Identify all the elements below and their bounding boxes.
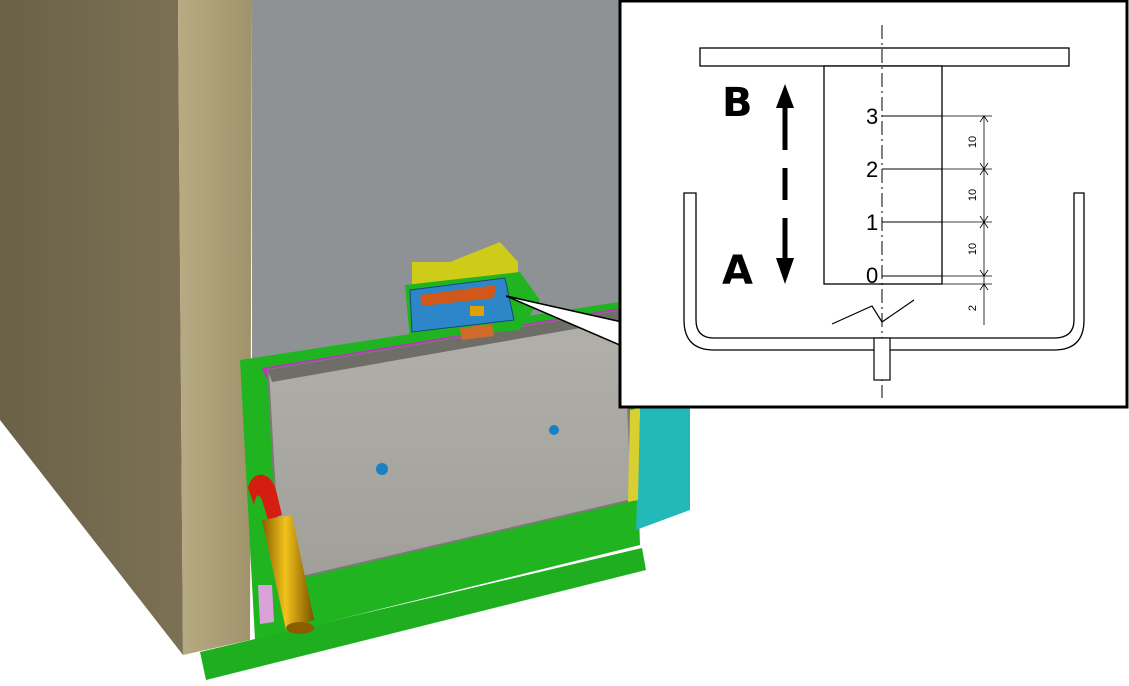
- direction-label-a: A: [722, 248, 753, 294]
- cabinet-side-panel: [0, 0, 183, 655]
- dimension-label-2: 10: [967, 189, 979, 201]
- drawer-bolt-right: [549, 425, 559, 435]
- dimension-label-4: 2: [967, 305, 979, 311]
- orange-contact-tab: [460, 324, 494, 340]
- pink-side-strip: [258, 585, 274, 624]
- cabinet-front-edge: [178, 0, 252, 655]
- drawer-top-lip: [268, 310, 626, 382]
- green-base-rail: [200, 548, 646, 680]
- red-hinge-bracket: [248, 474, 282, 520]
- scale-mark-1: 1: [866, 210, 878, 235]
- direction-label-b: B: [722, 80, 753, 126]
- detail-inset: 3 2 1 0 10 10 10 2 B A: [618, 0, 1129, 409]
- cyan-side-panel: [636, 400, 690, 530]
- cabinet-back-panel: [252, 0, 625, 368]
- down-arrow-head: [776, 258, 794, 284]
- bottom-stub: [873, 337, 891, 381]
- top-plate: [699, 47, 1070, 67]
- scale-mark-2: 2: [866, 157, 878, 182]
- gold-pipe: [262, 515, 314, 630]
- yellow-edge-strip: [628, 408, 640, 502]
- sensor-pin: [470, 306, 484, 316]
- scale-mark-3: 3: [866, 104, 878, 129]
- scale-mark-0: 0: [866, 263, 878, 288]
- up-arrow-head: [776, 84, 794, 108]
- u-tray: [683, 192, 1085, 351]
- dim-arrows: [979, 115, 989, 291]
- drawer-bolt-left: [376, 463, 388, 475]
- gold-pipe-end: [286, 622, 314, 634]
- vertical-probe: [823, 65, 943, 285]
- orange-sensor-insert: [420, 285, 496, 306]
- break-mark: [831, 299, 915, 325]
- dimension-label-3: 10: [967, 243, 979, 255]
- dimension-label-1: 10: [967, 136, 979, 148]
